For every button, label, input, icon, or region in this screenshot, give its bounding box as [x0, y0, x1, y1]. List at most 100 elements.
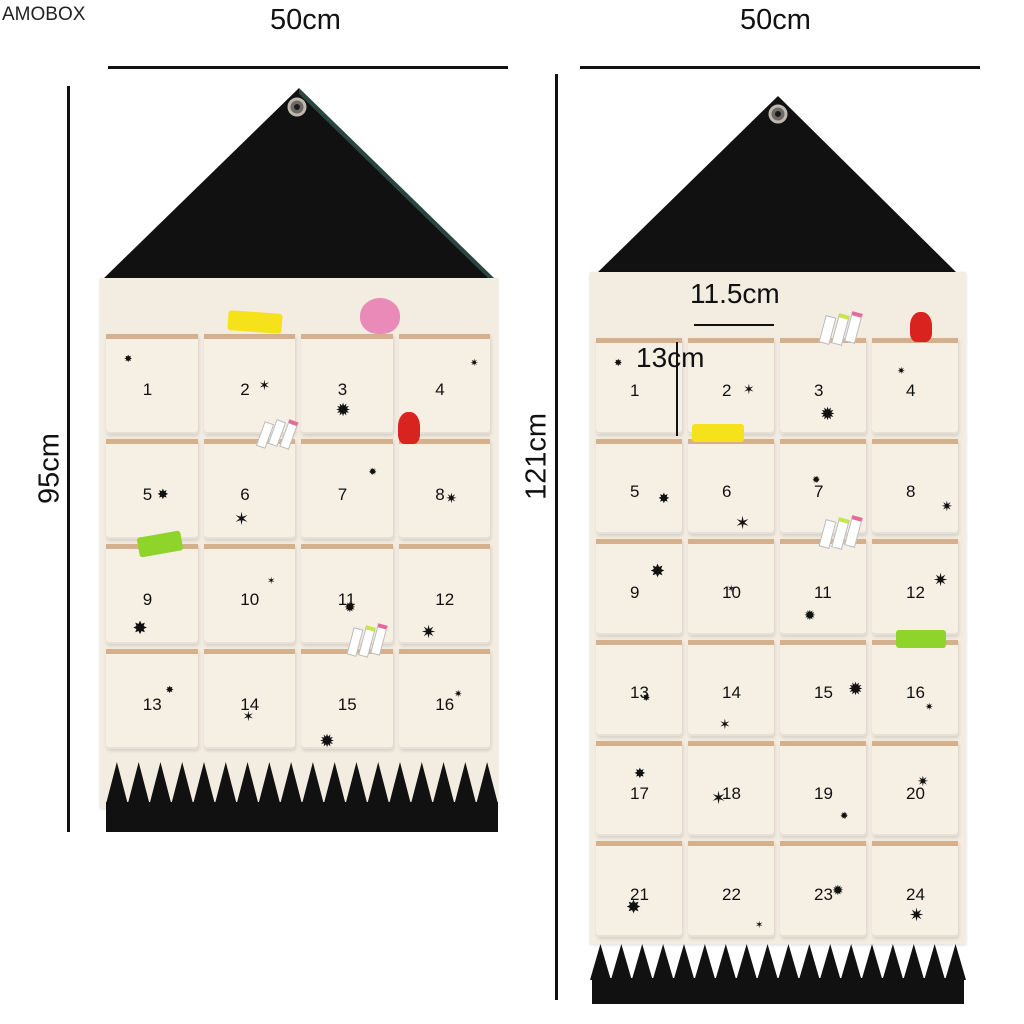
calendar-pocket: 12✷ [872, 539, 958, 635]
pocket-number: 11 [337, 589, 356, 609]
large-width-label: 50cm [740, 4, 811, 36]
star-icon: ✸ [614, 358, 623, 369]
star-icon: ✹ [804, 607, 816, 624]
calendar-pocket: 11✹ [301, 544, 393, 644]
calendar-pocket: 24✷ [872, 841, 958, 937]
star-icon: ✹ [344, 599, 356, 615]
calendar-pocket: 22✶ [688, 841, 774, 937]
calendar-pocket: 14✶ [203, 649, 295, 749]
pocket-width-line [694, 324, 774, 326]
pocket-number: 16 [906, 683, 925, 703]
large-width-line [580, 66, 980, 69]
star-icon: ✸ [650, 561, 666, 582]
pocket-number: 14 [240, 694, 260, 714]
pocket-number: 10 [240, 589, 260, 609]
calendar-pocket: 15 ✹ [780, 640, 866, 736]
pocket-number: 2 [240, 379, 250, 399]
large-advent-calendar: 1✸2✶3✹4✷5✸6✶7✹8✷9✸10✶11✹12✷13✸14✶15✹16✷1… [590, 94, 966, 1006]
red-clip-icon [398, 412, 420, 444]
pocket-number: 2 [722, 381, 732, 401]
calendar-pocket: 19 ✹ [780, 740, 866, 837]
pocket-number: 9 [142, 589, 153, 609]
pocket-number: 4 [906, 381, 916, 401]
pocket-number: 1 [630, 381, 640, 401]
small-zigzag-border [106, 762, 498, 832]
star-icon: ✹ [832, 881, 844, 898]
star-icon: ✶ [258, 377, 271, 393]
pocket-number: 1 [142, 379, 153, 399]
pocket-number: 15 [814, 683, 833, 703]
calendar-pocket: 9✸ [596, 539, 682, 635]
pocket-number: 13 [142, 694, 162, 714]
small-advent-calendar: 1✸2✶3✹4✷5✸6✶7✹8✷9✸10✶11✹12✷13✸14✶15✹16✷ [100, 86, 498, 834]
star-icon: ✶ [234, 509, 250, 529]
large-roof [596, 96, 958, 274]
green-clip-icon [896, 630, 946, 648]
star-icon: ✹ [319, 731, 335, 751]
star-icon: ✶ [727, 584, 736, 596]
calendar-pocket: 20✷ [872, 740, 958, 837]
star-icon: ✷ [917, 772, 929, 789]
star-icon: ✸ [626, 896, 642, 917]
star-icon: ✷ [897, 366, 906, 378]
star-icon: ✹ [840, 810, 849, 822]
small-pocket-grid: 1✸2✶3✹4✷5✸6✶7✹8✷9✸10✶11✹12✷13✸14✶15✹16✷ [104, 334, 494, 754]
star-icon: ✷ [445, 490, 458, 506]
yellow-clip-icon [692, 424, 744, 442]
star-icon: ✶ [743, 381, 755, 397]
calendar-pocket: 6✶ [203, 439, 295, 539]
star-icon: ✷ [933, 569, 949, 590]
small-width-label: 50cm [270, 4, 341, 36]
calendar-pocket: 12✷ [398, 544, 490, 644]
star-icon: ✹ [820, 404, 836, 424]
pocket-number: 8 [435, 484, 445, 504]
star-icon: ✶ [242, 708, 255, 724]
pocket-number: 18 [722, 783, 741, 803]
star-icon: ✷ [421, 622, 437, 642]
star-icon: ✸ [642, 693, 651, 705]
pocket-number: 3 [337, 379, 348, 399]
pocket-number: 11 [814, 582, 832, 602]
star-icon: ✷ [925, 701, 934, 713]
star-icon: ✹ [848, 678, 864, 699]
yellow-clip-icon [227, 310, 283, 334]
pocket-number: 3 [814, 381, 824, 401]
star-icon: ✸ [658, 489, 670, 506]
pocket-number: 24 [906, 884, 925, 904]
marker-pens-icon [818, 310, 863, 346]
star-icon: ✷ [454, 689, 463, 700]
brand-watermark: AMOBOX [2, 4, 86, 25]
star-icon: ✶ [735, 512, 751, 533]
pocket-number: 21 [630, 884, 649, 904]
calendar-pocket: 3✹ [301, 334, 393, 434]
calendar-pocket: 16✷ [872, 640, 958, 736]
pocket-number: 17 [630, 783, 649, 803]
calendar-pocket: 2✶ [203, 334, 295, 434]
star-icon: ✹ [335, 400, 351, 420]
star-icon: ✶ [267, 576, 276, 587]
calendar-pocket: 1✸ [596, 338, 682, 434]
calendar-pocket: 10 ✶ [203, 544, 295, 644]
star-icon: ✷ [941, 498, 953, 515]
calendar-pocket: 21✸ [596, 841, 682, 937]
small-height-line [67, 86, 70, 832]
small-width-line [108, 66, 508, 69]
marker-pens-icon [255, 419, 299, 450]
pocket-number: 23 [814, 884, 833, 904]
star-icon: ✷ [909, 904, 925, 925]
large-zigzag-border [590, 944, 966, 1004]
star-icon: ✸ [124, 354, 133, 365]
small-roof [102, 88, 496, 280]
calendar-pocket: 2✶ [688, 338, 774, 434]
calendar-pocket: 16✷ [398, 649, 490, 749]
calendar-pocket: 8✷ [398, 439, 490, 539]
calendar-pocket: 13✸ [106, 649, 198, 749]
marker-pens-icon [818, 514, 863, 550]
pocket-number: 8 [906, 481, 916, 501]
calendar-pocket: 5✸ [106, 439, 198, 539]
calendar-pocket: 9✸ [106, 544, 198, 644]
large-height-line [555, 74, 558, 1000]
calendar-pocket: 10✶ [688, 539, 774, 635]
pocket-number: 19 [814, 783, 833, 803]
pocket-number: 14 [722, 683, 741, 703]
